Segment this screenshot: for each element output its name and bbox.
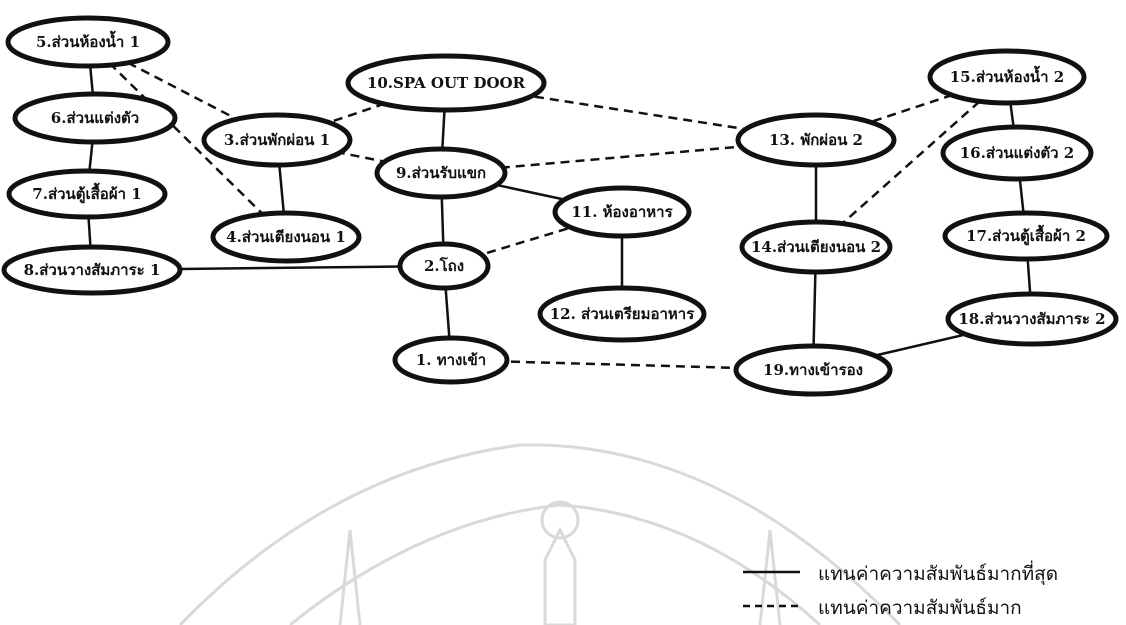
edge-n5-n4-dashed xyxy=(87,41,287,238)
node-ellipse-n13 xyxy=(735,112,897,168)
node-n9: 9.ส่วนรับแขก xyxy=(374,146,508,200)
nodes-layer: 5.ส่วนห้องน้ำ 1 6.ส่วนแต่งตัว 7.ส่วนตู้เสื… xyxy=(1,15,1119,397)
legend-dashed-label: แทนค่าความสัมพันธ์มาก xyxy=(818,597,1022,619)
node-label-n4: 4.ส่วนเตียงนอน 1 xyxy=(226,228,346,246)
node-ellipse-n2 xyxy=(397,241,491,291)
node-ellipse-n10 xyxy=(345,53,547,113)
node-ellipse-n3 xyxy=(201,112,353,168)
node-label-n8: 8.ส่วนวางสัมภาระ 1 xyxy=(24,261,161,279)
node-ellipse-n8 xyxy=(1,244,183,296)
node-label-n12: 12. ส่วนเตรียมอาหาร xyxy=(550,305,695,323)
node-label-n6: 6.ส่วนแต่งตัว xyxy=(51,109,139,127)
node-label-n13: 13. พักผ่อน 2 xyxy=(769,131,863,149)
node-label-n9: 9.ส่วนรับแขก xyxy=(396,164,486,182)
node-ellipse-n15 xyxy=(927,48,1087,106)
node-n12: 12. ส่วนเตรียมอาหาร xyxy=(537,285,707,343)
node-ellipse-n11 xyxy=(552,185,692,239)
node-label-n15: 15.ส่วนห้องน้ำ 2 xyxy=(950,65,1065,86)
node-n17: 17.ส่วนตู้เสื้อผ้า 2 xyxy=(942,210,1110,262)
node-n1: 1. ทางเข้า xyxy=(392,335,510,385)
node-label-n11: 11. ห้องอาหาร xyxy=(571,203,673,221)
node-ellipse-n17 xyxy=(942,210,1110,262)
node-n2: 2.โถง xyxy=(397,241,491,291)
node-ellipse-n1 xyxy=(392,335,510,385)
node-label-n14: 14.ส่วนเตียงนอน 2 xyxy=(751,238,881,256)
watermark-emblem xyxy=(178,443,902,625)
node-n5: 5.ส่วนห้องน้ำ 1 xyxy=(5,15,171,69)
legend: แทนค่าความสัมพันธ์มากที่สุด แทนค่าความสั… xyxy=(743,560,1058,619)
node-label-n16: 16.ส่วนแต่งตัว 2 xyxy=(960,144,1075,162)
edge-n14-n15-dashed xyxy=(815,76,1008,248)
node-label-n18: 18.ส่วนวางสัมภาระ 2 xyxy=(958,310,1105,328)
node-n8: 8.ส่วนวางสัมภาระ 1 xyxy=(1,244,183,296)
node-ellipse-n9 xyxy=(374,146,508,200)
node-ellipse-n19 xyxy=(733,343,893,397)
node-n19: 19.ทางเข้ารอง xyxy=(733,343,893,397)
legend-solid-label: แทนค่าความสัมพันธ์มากที่สุด xyxy=(818,560,1058,586)
node-ellipse-n7 xyxy=(6,168,168,220)
node-ellipse-n14 xyxy=(739,219,893,275)
node-n18: 18.ส่วนวางสัมภาระ 2 xyxy=(945,291,1119,347)
node-label-n19: 19.ทางเข้ารอง xyxy=(763,361,863,379)
node-ellipse-n4 xyxy=(210,210,362,264)
node-ellipse-n5 xyxy=(5,15,171,69)
node-label-n17: 17.ส่วนตู้เสื้อผ้า 2 xyxy=(966,224,1086,246)
node-ellipse-n12 xyxy=(537,285,707,343)
node-label-n2: 2.โถง xyxy=(424,256,464,275)
node-n11: 11. ห้องอาหาร xyxy=(552,185,692,239)
node-n3: 3.ส่วนพักผ่อน 1 xyxy=(201,112,353,168)
node-ellipse-n6 xyxy=(12,91,178,145)
node-label-n1: 1. ทางเข้า xyxy=(416,351,486,369)
node-n7: 7.ส่วนตู้เสื้อผ้า 1 xyxy=(6,168,168,220)
node-n10: 10.SPA OUT DOOR xyxy=(345,53,547,113)
node-ellipse-n16 xyxy=(940,124,1094,182)
node-n14: 14.ส่วนเตียงนอน 2 xyxy=(739,219,893,275)
node-label-n3: 3.ส่วนพักผ่อน 1 xyxy=(224,131,330,149)
node-ellipse-n18 xyxy=(945,291,1119,347)
node-label-n10: 10.SPA OUT DOOR xyxy=(367,74,526,92)
node-n15: 15.ส่วนห้องน้ำ 2 xyxy=(927,48,1087,106)
node-n6: 6.ส่วนแต่งตัว xyxy=(12,91,178,145)
node-label-n7: 7.ส่วนตู้เสื้อผ้า 1 xyxy=(32,182,141,204)
node-n16: 16.ส่วนแต่งตัว 2 xyxy=(940,124,1094,182)
node-label-n5: 5.ส่วนห้องน้ำ 1 xyxy=(36,30,140,51)
node-n4: 4.ส่วนเตียงนอน 1 xyxy=(210,210,362,264)
node-n13: 13. พักผ่อน 2 xyxy=(735,112,897,168)
